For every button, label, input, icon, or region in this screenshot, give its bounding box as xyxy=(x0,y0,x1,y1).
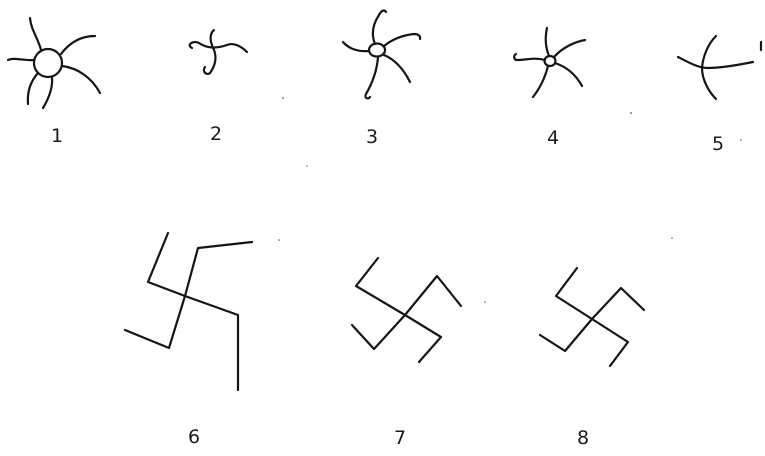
figure-2-stroke xyxy=(190,42,247,52)
figure-4-arm xyxy=(555,63,582,86)
figure-1-arm xyxy=(28,73,38,104)
figure-7-hooked-cross-symbol xyxy=(352,258,461,362)
figure-4-arm xyxy=(514,54,545,60)
figure-6-label: 6 xyxy=(188,428,200,447)
figure-3-arm xyxy=(373,11,386,44)
figure-7-stroke xyxy=(356,258,441,362)
figure-7-label: 7 xyxy=(394,429,406,448)
figure-2-stroke xyxy=(204,30,215,74)
figure-5-label: 5 xyxy=(712,135,724,154)
figure-5-crossing-curves-symbol xyxy=(678,36,761,99)
scan-specks xyxy=(278,97,742,303)
figure-3-curved-arm-symbol xyxy=(343,11,420,99)
figure-2-hooked-cross-symbol xyxy=(190,30,247,74)
figure-8-label: 8 xyxy=(577,429,589,448)
figure-1-arm xyxy=(30,18,41,50)
figure-1-label: 1 xyxy=(51,127,63,146)
figure-3-arm xyxy=(384,34,420,46)
figure-4-arm xyxy=(554,40,585,57)
figure-3-hub xyxy=(369,44,385,57)
figure-6-stroke xyxy=(148,233,238,390)
figure-3-label: 3 xyxy=(366,128,378,147)
figure-3-arm xyxy=(365,57,378,98)
figure-2-label: 2 xyxy=(210,125,222,144)
figure-1-arm xyxy=(43,77,52,108)
figure-6-large-hooked-cross-symbol xyxy=(125,233,252,390)
figure-4-curved-arm-symbol xyxy=(514,28,585,97)
figure-1-sun-wheel-symbol xyxy=(8,18,100,108)
figure-1-arm xyxy=(8,59,34,60)
figure-4-arm xyxy=(533,66,548,97)
figure-3-arm xyxy=(343,42,369,51)
figure-8-stroke xyxy=(556,268,628,366)
figure-3-arm xyxy=(384,55,410,82)
figure-1-arm xyxy=(61,36,95,54)
figure-8-hooked-cross-symbol xyxy=(540,268,644,366)
figure-6-stroke xyxy=(125,242,252,348)
figure-1-arm xyxy=(62,66,100,93)
figure-4-arm xyxy=(546,28,549,56)
figure-4-label: 4 xyxy=(547,129,559,148)
figure-5-stroke xyxy=(678,57,753,68)
figure-7-stroke xyxy=(352,276,461,349)
